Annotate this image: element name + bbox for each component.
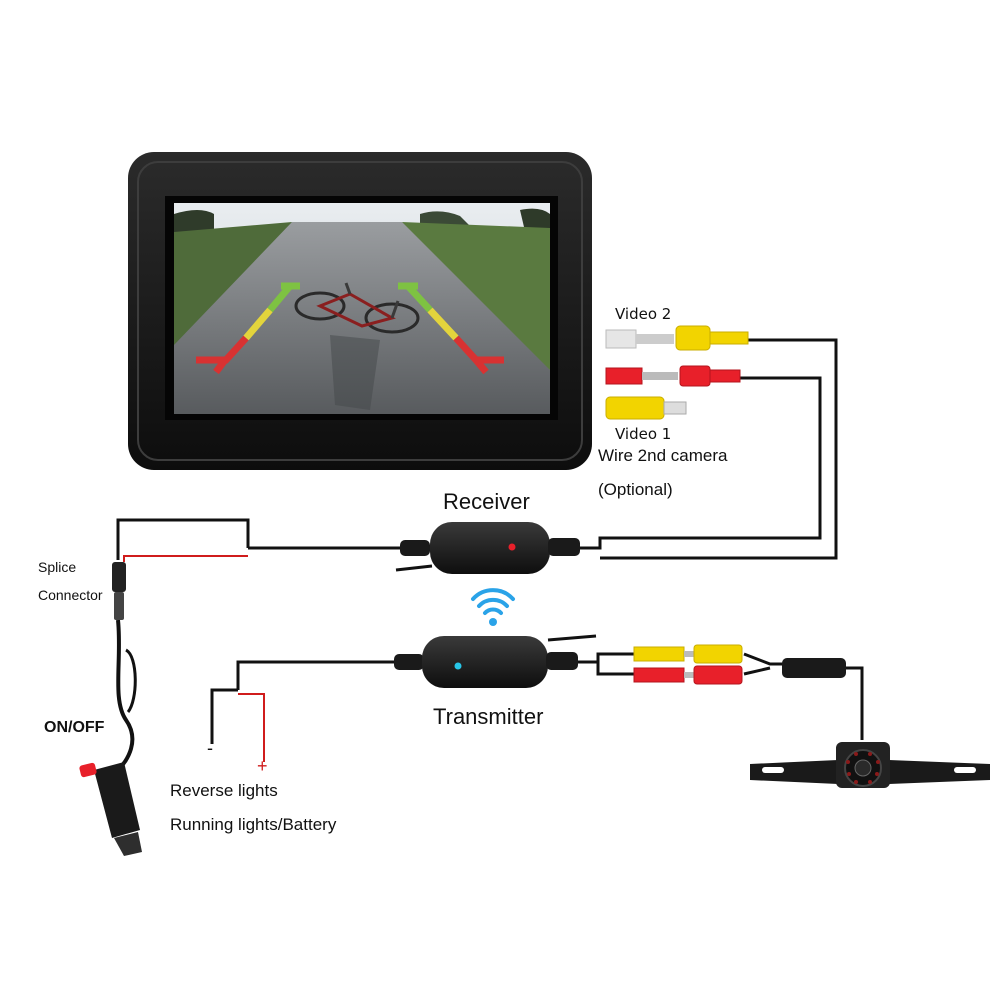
transmitter-label: Transmitter <box>433 704 544 729</box>
running-lights-battery-label: Running lights/Battery <box>170 815 337 834</box>
wire-2nd-camera-label: Wire 2nd camera <box>598 446 728 465</box>
negative-terminal-label: - <box>207 738 213 758</box>
video-2-label: Video 2 <box>615 305 672 323</box>
transmitter-led-icon <box>454 662 462 670</box>
video-1-label: Video 1 <box>615 425 672 443</box>
optional-label: (Optional) <box>598 480 673 499</box>
wiring-lines <box>112 338 864 809</box>
rca-connectors-monitor <box>605 325 749 420</box>
wifi-icon <box>471 588 515 626</box>
rca-connectors-camera <box>633 644 846 685</box>
parking-guide-lines <box>196 282 504 375</box>
reverse-lights-label: Reverse lights <box>170 781 278 800</box>
receiver-label: Receiver <box>443 489 530 514</box>
receiver-icon <box>400 522 580 574</box>
splice-connector-icon <box>112 562 126 620</box>
monitor-icon <box>128 152 592 470</box>
license-plate-camera-icon <box>750 742 990 788</box>
connector-label: Connector <box>38 587 103 603</box>
car-charger-plug-icon <box>79 762 142 856</box>
transmitter-icon <box>394 636 578 688</box>
receiver-led-icon <box>508 543 516 551</box>
positive-terminal-label: + <box>257 756 268 776</box>
splice-label: Splice <box>38 559 77 575</box>
monitor-screen-image <box>174 203 550 414</box>
on-off-label: ON/OFF <box>44 719 105 736</box>
positive-wires <box>123 555 265 762</box>
bicycle-image <box>294 282 420 334</box>
